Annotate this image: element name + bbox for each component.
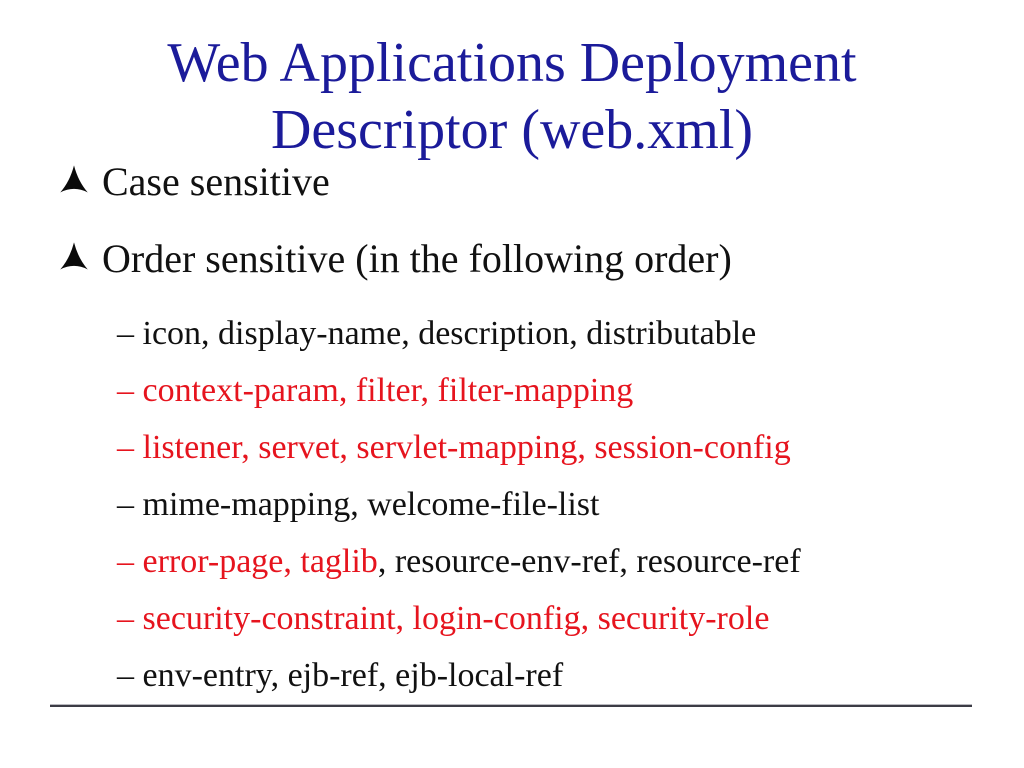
list-item: – error-page, taglib, resource-env-ref, …: [117, 540, 801, 584]
list-item: – listener, servet, servlet-mapping, ses…: [117, 426, 801, 470]
bullet-label: Case sensitive: [102, 159, 330, 204]
three-point-star-bullet-icon: [60, 165, 88, 193]
sub-bullet-text-segment: , resource-env-ref, resource-ref: [377, 543, 801, 580]
sub-bullet-text-segment: – listener, servet, servlet-mapping, ses…: [117, 429, 791, 466]
list-item: – security-constraint, login-config, sec…: [117, 597, 801, 641]
bullet-label: Order sensitive (in the following order): [102, 236, 732, 281]
sub-bullet-text-segment: – icon, display-name, description, distr…: [117, 315, 757, 352]
ordered-elements-list: – icon, display-name, description, distr…: [117, 312, 801, 711]
bullet-item-order-sensitive: Order sensitive (in the following order): [58, 237, 732, 281]
sub-bullet-text-segment: – security-constraint, login-config, sec…: [117, 600, 770, 637]
three-point-star-bullet-icon: [60, 242, 88, 270]
list-item: – mime-mapping, welcome-file-list: [117, 483, 801, 527]
sub-bullet-text-segment: – error-page, taglib: [117, 543, 378, 580]
sub-bullet-text-segment: – env-entry, ejb-ref, ejb-local-ref: [117, 657, 564, 694]
slide-title-line-1: Web Applications Deployment: [167, 32, 857, 94]
list-item: – env-entry, ejb-ref, ejb-local-ref: [117, 654, 801, 698]
sub-bullet-text-segment: – context-param, filter, filter-mapping: [117, 372, 634, 409]
sub-bullet-text-segment: – mime-mapping, welcome-file-list: [117, 486, 600, 523]
slide-title-line-2: Descriptor (web.xml): [270, 99, 754, 161]
footer-divider-line: [50, 704, 972, 707]
list-item: – context-param, filter, filter-mapping: [117, 369, 801, 413]
list-item: – icon, display-name, description, distr…: [117, 312, 801, 356]
slide-title: Web Applications Deployment Descriptor (…: [0, 30, 1024, 164]
bullet-item-case-sensitive: Case sensitive: [58, 160, 330, 204]
